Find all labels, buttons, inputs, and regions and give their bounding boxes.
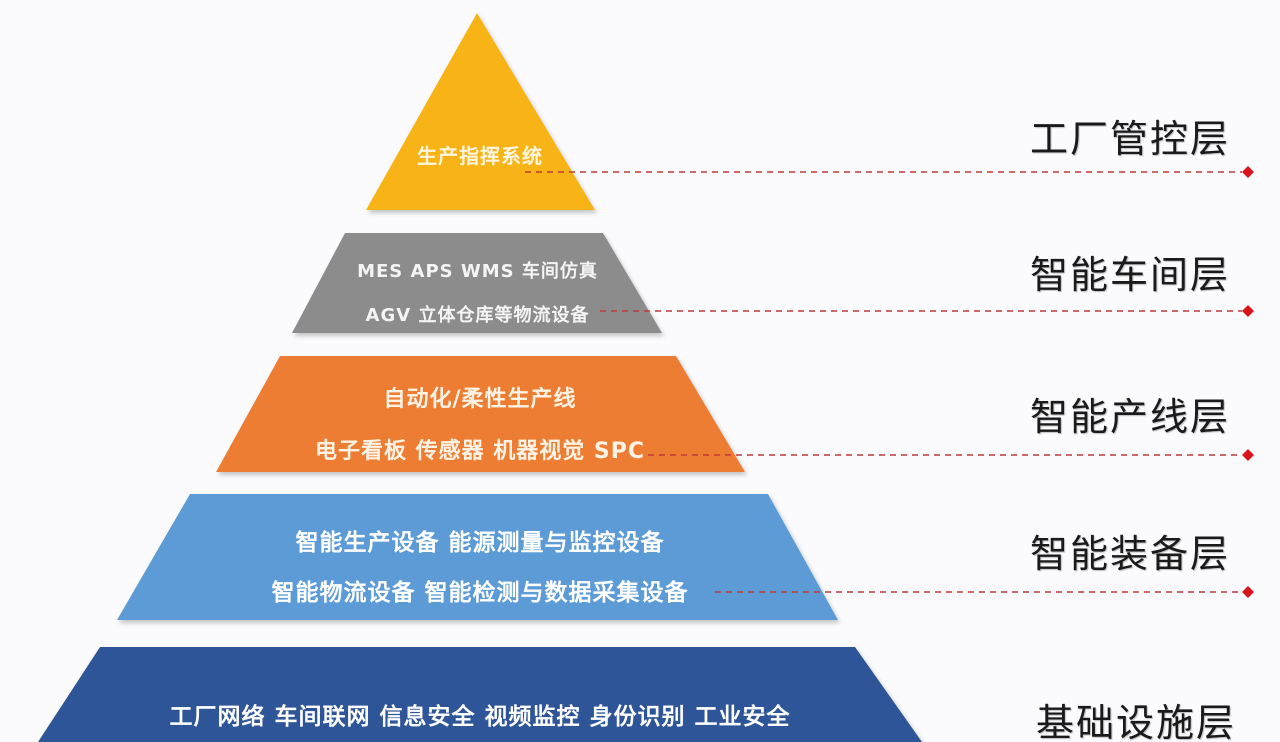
layer-line: 工厂网络 车间联网 信息安全 视频监控 身份识别 工业安全 (169, 704, 791, 730)
layer-label-smart-workshop: 智能车间层 (1030, 253, 1231, 297)
layer-line: 智能生产设备 能源测量与监控设备 (295, 530, 665, 556)
diamond-marker-icon (1242, 449, 1254, 461)
layer-label-smart-production-line: 智能产线层 (1030, 395, 1231, 439)
layer-smart-workshop-shape (292, 233, 662, 333)
layer-infrastructure-shape (38, 647, 922, 742)
layer-line: 自动化/柔性生产线 (383, 387, 577, 412)
diamond-marker-icon (1242, 586, 1254, 598)
layer-line: 电子看板 传感器 机器视觉 SPC (314, 439, 646, 464)
layer-label-smart-equipment: 智能装备层 (1030, 532, 1231, 576)
layer-smart-production-line-text: 自动化/柔性生产线 电子看板 传感器 机器视觉 SPC (230, 374, 730, 478)
layer-smart-equipment-text: 智能生产设备 能源测量与监控设备 智能物流设备 智能检测与数据采集设备 (140, 518, 820, 618)
layer-line: AGV 立体仓库等物流设备 (365, 305, 590, 326)
diamond-marker-icon (1242, 305, 1254, 317)
layer-smart-production-line-shape (216, 356, 745, 472)
layer-factory-control-shape (366, 13, 595, 210)
layer-factory-control-text: 生产指挥系统 (380, 140, 580, 169)
layer-line: MES APS WMS 车间仿真 (357, 261, 598, 282)
layer-infrastructure-text: 工厂网络 车间联网 信息安全 视频监控 身份识别 工业安全 (60, 700, 900, 734)
diamond-marker-icon (1242, 166, 1254, 178)
layer-line: 生产指挥系统 (417, 144, 543, 168)
layer-label-factory-control: 工厂管控层 (1030, 117, 1231, 161)
layer-label-infrastructure: 基础设施层 (1036, 701, 1237, 742)
layer-smart-equipment-shape (117, 494, 838, 620)
layer-smart-workshop-text: MES APS WMS 车间仿真 AGV 立体仓库等物流设备 (300, 250, 655, 338)
layer-line: 智能物流设备 智能检测与数据采集设备 (271, 580, 689, 606)
